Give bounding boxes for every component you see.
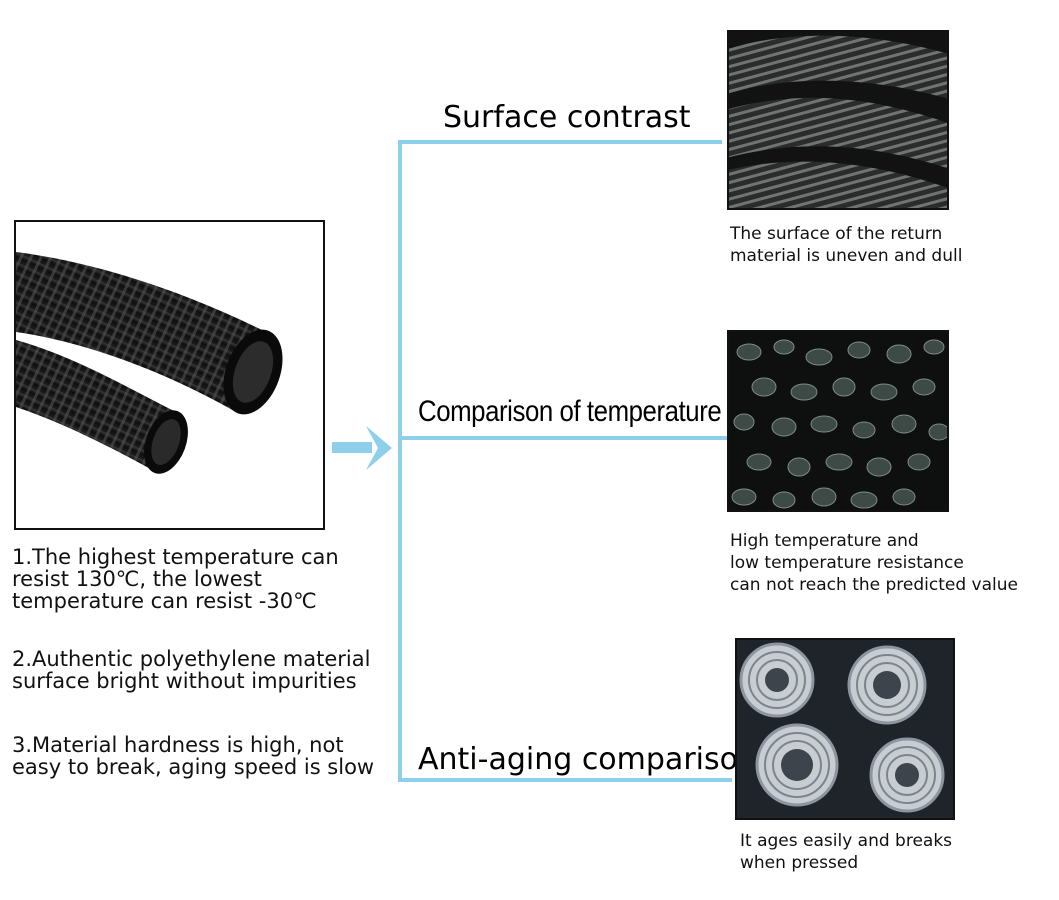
temperature-caption: High temperature and low temperature res… bbox=[730, 531, 1018, 595]
connector-aging bbox=[398, 778, 732, 782]
product-photo bbox=[14, 220, 325, 530]
anti-aging-heading: Anti-aging comparison bbox=[418, 742, 757, 777]
connector-temperature bbox=[398, 436, 728, 440]
black-pipe-illustration bbox=[16, 252, 283, 474]
feature-material: 2.Authentic polyethylene material surfac… bbox=[12, 647, 371, 693]
aging-caption: It ages easily and breaks when pressed bbox=[740, 831, 953, 873]
surface-caption: The surface of the return material is un… bbox=[730, 224, 963, 266]
surface-contrast-heading: Surface contrast bbox=[443, 100, 691, 135]
arrow-right-icon bbox=[332, 424, 394, 472]
feature-temperature: 1.The highest temperature can resist 130… bbox=[12, 545, 339, 613]
dull-pipe-photo bbox=[727, 30, 949, 210]
temperature-comparison-heading: Comparison of temperature bbox=[418, 395, 722, 428]
grey-pipes-photo bbox=[735, 638, 955, 820]
connector-surface bbox=[398, 140, 722, 144]
feature-hardness: 3.Material hardness is high, not easy to… bbox=[12, 733, 375, 779]
pellets-photo bbox=[727, 330, 949, 512]
connector-vertical bbox=[398, 141, 402, 782]
pellets-illustration bbox=[729, 332, 947, 510]
grey-pipes-illustration bbox=[737, 640, 953, 818]
